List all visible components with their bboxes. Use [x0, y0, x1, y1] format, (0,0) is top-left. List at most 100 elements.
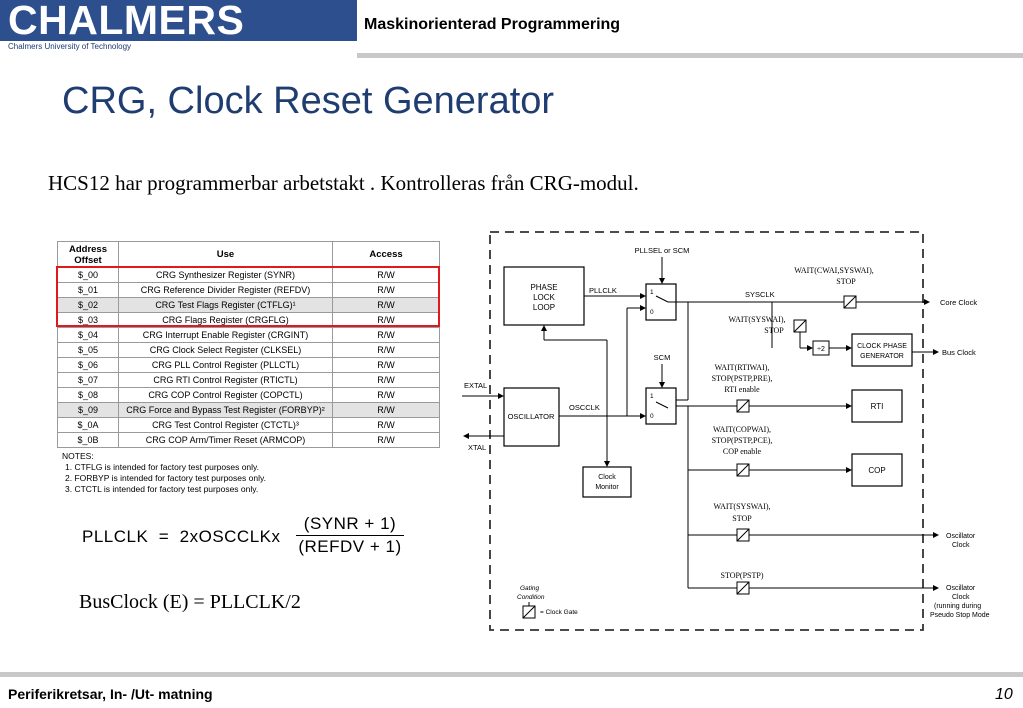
cell-use: CRG PLL Control Register (PLLCTL): [118, 357, 333, 373]
scm-label: SCM: [654, 353, 671, 362]
gate-condition-cop-enable: COP enable: [723, 447, 762, 456]
formula-fraction: (SYNR + 1) (REFDV + 1): [296, 514, 404, 557]
pseudo-stop-clock-output: Oscillator: [946, 585, 976, 592]
rti-block: RTI: [851, 389, 903, 423]
cell-offset: $_06: [57, 357, 119, 373]
scm-mux: 1 0: [645, 387, 677, 425]
cell-offset: $_02: [57, 297, 119, 313]
extal-pin: EXTAL: [464, 381, 487, 390]
gate-condition-core: WAIT(CWAI,SYSWAI),: [794, 266, 874, 275]
header-divider: [357, 53, 1023, 58]
divide-by-two-block: ÷2: [812, 340, 830, 356]
legend-gating: Gating: [520, 585, 540, 592]
gate-condition-rti-enable: RTI enable: [724, 385, 760, 394]
notes-heading: NOTES:: [62, 451, 94, 461]
pseudo-stop-clock-output-3: (running during: [934, 603, 981, 610]
gate-condition-bus-stop: STOP: [764, 326, 784, 335]
crg-block-diagram: PHASE LOCK LOOP PLLCLK 1 0 PLLSEL or SCM…: [462, 231, 990, 631]
cell-access: R/W: [332, 417, 440, 433]
table-header-row: Address Offset Use Access: [57, 241, 440, 268]
cell-offset: $_0A: [57, 417, 119, 433]
gate-condition-osc: WAIT(SYSWAI),: [713, 502, 770, 511]
svg-text:RTI: RTI: [871, 402, 884, 411]
oscillator-clock-output: Oscillator: [946, 533, 976, 540]
course-title: Maskinorienterad Programmering: [364, 16, 621, 33]
cop-block: COP: [851, 453, 903, 487]
cell-offset: $_05: [57, 342, 119, 358]
gate-condition-cop-stop: STOP(PSTP,PCE),: [712, 436, 773, 445]
cell-use: CRG RTI Control Register (RTICTL): [118, 372, 333, 388]
pseudo-stop-clock-output-4: Pseudo Stop Mode: [930, 612, 990, 619]
cell-access: R/W: [332, 342, 440, 358]
intro-text: HCS12 har programmerbar arbetstakt . Kon…: [48, 171, 639, 195]
oscillator-block: OSCILLATOR: [503, 387, 560, 447]
cell-offset: $_0B: [57, 432, 119, 448]
clock-phase-generator-block: CLOCK PHASE GENERATOR: [851, 333, 913, 367]
formula-denominator: (REFDV + 1): [298, 537, 402, 556]
register-highlight-box: [56, 266, 440, 327]
bus-clock-output: Bus Clock: [942, 348, 976, 357]
header-access: Access: [332, 241, 440, 268]
pseudo-stop-clock-output-2: Clock: [952, 594, 970, 601]
svg-text:LOOP: LOOP: [533, 303, 555, 312]
page-number: 10: [995, 686, 1013, 703]
cell-offset: $_07: [57, 372, 119, 388]
gate-condition-core-stop: STOP: [836, 277, 856, 286]
svg-text:1: 1: [650, 393, 654, 400]
svg-text:COP: COP: [868, 466, 885, 475]
gate-condition-cop: WAIT(COPWAI),: [713, 425, 771, 434]
svg-text:0: 0: [650, 309, 654, 316]
svg-text:PHASE: PHASE: [530, 283, 557, 292]
cell-access: R/W: [332, 387, 440, 403]
legend-clock-gate-label: = Clock Gate: [540, 609, 578, 616]
note-item: 1. CTFLG is intended for factory test pu…: [65, 462, 260, 472]
svg-text:CLOCK PHASE: CLOCK PHASE: [857, 343, 907, 350]
core-clock-output: Core Clock: [940, 298, 977, 307]
svg-text:OSCILLATOR: OSCILLATOR: [508, 412, 555, 421]
svg-text:Monitor: Monitor: [595, 484, 619, 491]
header-offset: Address Offset: [57, 241, 119, 268]
cell-use: CRG Interrupt Enable Register (CRGINT): [118, 327, 333, 343]
cell-use: CRG Clock Select Register (CLKSEL): [118, 342, 333, 358]
oscillator-clock-output-2: Clock: [952, 542, 970, 549]
pllclk-formula: PLLCLK = 2xOSCCLKx: [82, 527, 281, 546]
crg-boundary: [489, 231, 924, 631]
cell-access: R/W: [332, 327, 440, 343]
footer-divider: [0, 672, 1023, 677]
pllclk-label: PLLCLK: [589, 286, 617, 295]
gate-condition-rti: WAIT(RTIWAI),: [715, 363, 770, 372]
cell-use: CRG Force and Bypass Test Register (FORB…: [118, 402, 333, 418]
gate-condition-osc-stop: STOP: [732, 514, 752, 523]
header-use: Use: [118, 241, 333, 268]
svg-text:÷2: ÷2: [817, 346, 825, 353]
note-item: 3. CTCTL is intended for factory test pu…: [65, 484, 259, 494]
pllsel-mux: 1 0: [645, 283, 677, 321]
cell-access: R/W: [332, 372, 440, 388]
svg-text:Clock: Clock: [598, 474, 616, 481]
clock-monitor-block: Clock Monitor: [582, 466, 632, 498]
svg-text:LOCK: LOCK: [533, 293, 555, 302]
gate-condition-rti-stop: STOP(PSTP,PRE),: [712, 374, 773, 383]
note-item: 2. FORBYP is intended for factory test p…: [65, 473, 266, 483]
formula-numerator: (SYNR + 1): [303, 514, 397, 533]
sysclk-label: SYSCLK: [745, 290, 775, 299]
cell-offset: $_04: [57, 327, 119, 343]
legend-condition: Condition: [517, 594, 545, 601]
cell-use: CRG Test Control Register (CTCTL)³: [118, 417, 333, 433]
fraction-bar: [296, 535, 404, 536]
table-notes: NOTES: 1. CTFLG is intended for factory …: [62, 451, 266, 495]
cell-offset: $_08: [57, 387, 119, 403]
busclock-equation: BusClock (E) = PLLCLK/2: [79, 591, 301, 613]
cell-access: R/W: [332, 357, 440, 373]
chalmers-logo: CHALMERS: [0, 0, 357, 42]
svg-text:0: 0: [650, 413, 654, 420]
gate-condition-bus: WAIT(SYSWAI),: [728, 315, 785, 324]
cell-access: R/W: [332, 402, 440, 418]
gate-condition-pstp: STOP(PSTP): [721, 571, 764, 580]
phase-lock-loop-block: PHASE LOCK LOOP: [503, 266, 585, 326]
